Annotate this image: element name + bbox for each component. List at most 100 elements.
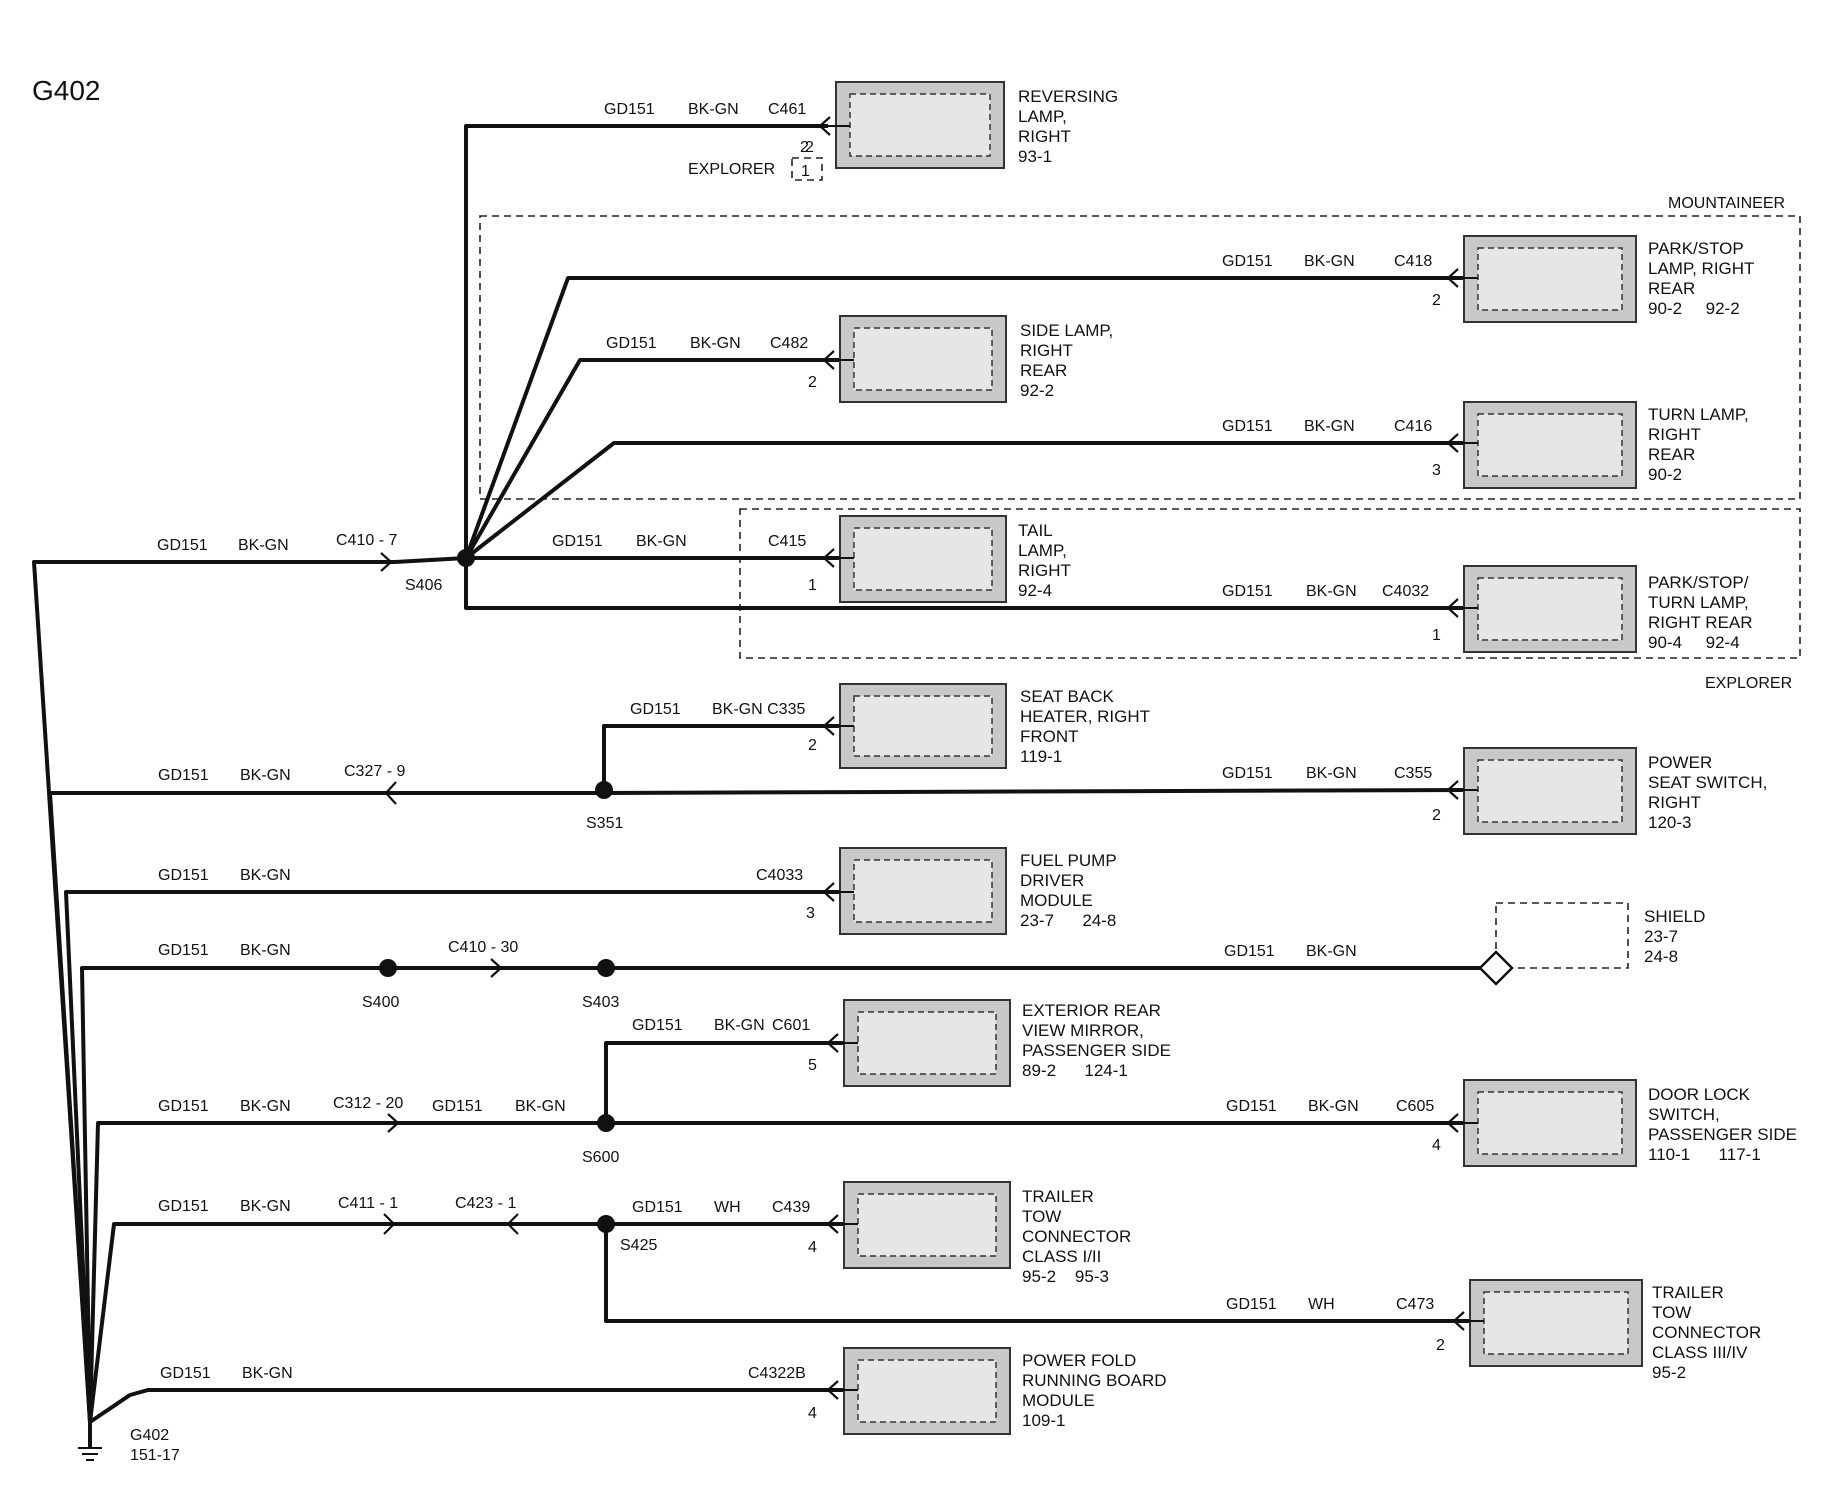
component-caption-line: MODULE [1022,1391,1095,1410]
component-caption-line: POWER [1648,753,1712,772]
component-caption-line: PASSENGER SIDE [1022,1041,1171,1060]
wire-color: BK-GN [515,1098,566,1115]
component-caption-line: SWITCH, [1648,1105,1720,1124]
component-caption-line: EXTERIOR REAR [1022,1001,1161,1020]
component-caption-line: 93-1 [1018,147,1052,166]
component-caption-line: CLASS I/II [1022,1247,1101,1266]
components-layer: C4612REVERSINGLAMP,RIGHT93-1C4182PARK/ST… [748,81,1797,1435]
wire-color: BK-GN [636,533,687,550]
pin-number: 2 [1432,807,1441,824]
component-caption-line: MODULE [1020,891,1093,910]
component-caption-line: RIGHT REAR [1648,613,1753,632]
wire-circuit: GD151 [630,701,681,718]
wire-circuit: GD151 [1226,1098,1277,1115]
wire-circuit: GD151 [606,335,657,352]
wire-circuit: GD151 [1224,943,1275,960]
component-caption-line: 90-2 [1648,465,1682,484]
splice-s406-label: S406 [405,577,442,594]
wire-circuit: GD151 [160,1365,211,1382]
wire-color: BK-GN [240,867,291,884]
component-inner [849,93,991,157]
component-caption-line: 23-7 [1644,927,1678,946]
inline-c410-30: C410 - 30 [448,939,518,956]
component-caption-line: TRAILER [1022,1187,1094,1206]
connector-label: C4033 [756,867,803,884]
connector-label: C473 [1396,1296,1434,1313]
component-caption-line: TOW [1652,1303,1691,1322]
splice-s351-label: S351 [586,815,623,832]
pin-number: 1 [808,577,817,594]
component-inner [853,695,993,757]
s351-branch-wire [602,724,840,788]
s406-branch-wires [394,124,1468,610]
inline-c410-7: C410 - 7 [336,532,397,549]
wire-circuit: GD151 [1222,765,1273,782]
component-caption-line: TURN LAMP, [1648,593,1749,612]
component-caption-line: RIGHT [1018,127,1071,146]
explorer-note-pin-box [791,157,823,181]
wire-color-wh: WH [1308,1296,1335,1313]
pin-number: 2 [808,374,817,391]
inline-c411-1: C411 - 1 [338,1195,398,1212]
component-inner [1477,413,1623,477]
component-inner [857,1011,997,1075]
splice-s600-label: S600 [582,1149,619,1166]
arrow-c411-1 [383,1213,396,1235]
explorer-note-pin-top: 2 [800,139,809,156]
s425-to-c473-wire [604,1224,1474,1323]
component-caption-line: FRONT [1020,727,1079,746]
arrow-c410-7 [380,552,393,572]
ground-symbol [78,1422,102,1461]
wire-circuit: GD151 [1226,1296,1277,1313]
component-caption-line: REAR [1648,279,1695,298]
component-caption-line: 109-1 [1022,1411,1065,1430]
component-caption-line: SIDE LAMP, [1020,321,1113,340]
mountaineer-label: MOUNTAINEER [1668,195,1785,212]
connector-label: C4322B [748,1365,806,1382]
wire-circuit: GD151 [632,1199,683,1216]
component-caption-line: 120-3 [1648,813,1691,832]
connector-label: C439 [772,1199,810,1216]
splice-s400-label: S400 [362,994,399,1011]
wire-color: BK-GN [1306,765,1357,782]
wire-circuit: GD151 [1222,253,1273,270]
wire-color: BK-GN [1306,583,1357,600]
component-caption-line: LAMP, [1018,541,1067,560]
arrow-c327-9 [384,781,397,805]
component-caption-line: PARK/STOP/ [1648,573,1749,592]
component-caption-line: 24-8 [1644,947,1678,966]
connector-label: C415 [768,533,806,550]
mountaineer-group-box [479,215,1801,500]
wire-labels: GD151 BK-GN C410 - 7 GD151 BK-GN C327 - … [157,101,1359,1382]
component-inner [857,1193,997,1257]
pin-number: 2 [1436,1337,1445,1354]
component-caption-line: TURN LAMP, [1648,405,1749,424]
wire-circuit: GD151 [604,101,655,118]
component-inner [853,327,993,391]
shield-outline [1495,902,1629,969]
s351-main-wire [589,788,1469,795]
component-caption-line: SHIELD [1644,907,1705,926]
component-caption-line: RUNNING BOARD [1022,1371,1167,1390]
component-inner [1477,759,1623,823]
wire-circuit: GD151 [158,1198,209,1215]
wire-circuit: GD151 [158,1098,209,1115]
component-caption-line: 90-2 92-2 [1648,299,1740,318]
pin-number: 2 [805,139,814,156]
component-caption-line: 95-2 [1652,1363,1686,1382]
component-caption-line: PASSENGER SIDE [1648,1125,1797,1144]
component-caption-line: 119-1 [1020,747,1062,766]
wire-color: BK-GN [1304,253,1355,270]
wire-color-c335: BK-GN C335 [712,701,805,718]
connector-label: C482 [770,335,808,352]
component-inner [857,1359,997,1423]
pin-number: 3 [806,905,815,922]
component-inner [1477,577,1623,641]
wire-circuit: GD151 [1222,418,1273,435]
